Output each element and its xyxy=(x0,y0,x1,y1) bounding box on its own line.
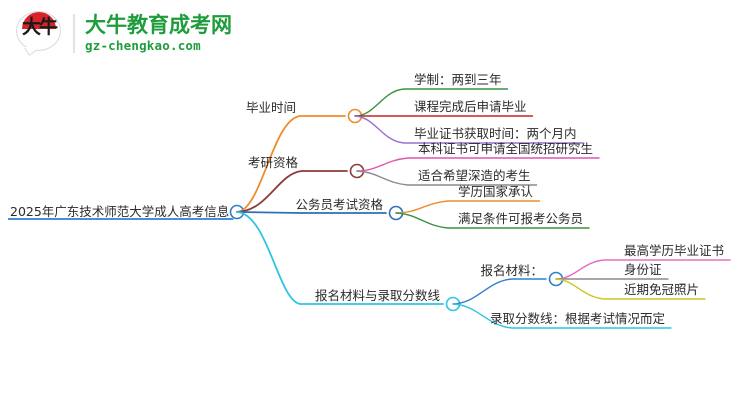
logo-emblem-text: 大牛 xyxy=(21,16,58,38)
leaf-may-apply-civil-service[interactable]: 满足条件可报考公务员 xyxy=(395,211,590,229)
leaf-2-1-label: 本科证书可申请全国统招研究生 xyxy=(418,141,593,156)
leaf-apply-after-courses[interactable]: 课程完成后申请毕业 xyxy=(354,99,534,117)
logo-wordmark: 大牛教育成考网 gz-chengkao.com xyxy=(73,12,232,53)
leaf-id-card[interactable]: 身份证 xyxy=(555,262,669,280)
leaf-1-3-label: 毕业证书获取时间：两个月内 xyxy=(414,126,577,141)
leaf-3-1-label: 学历国家承认 xyxy=(458,184,534,199)
logo-red-dot-shape xyxy=(43,17,54,28)
branch-civil-servant-eligibility[interactable]: 公务员考试资格 学历国家承认 满足条件可报考公务员 xyxy=(236,184,590,229)
site-header: 大牛 大牛教育成考网 gz-chengkao.com xyxy=(0,0,750,66)
leaf-1-3-curve xyxy=(354,115,584,144)
branch-3-curve xyxy=(236,211,387,214)
branch-postgrad-eligibility[interactable]: 考研资格 本科证书可申请全国统招研究生 适合希望深造的考生 xyxy=(236,141,600,213)
leaf-2-2-curve xyxy=(356,170,538,186)
leaf-3-1-curve xyxy=(395,200,541,214)
logo-subtitle-url: gz-chengkao.com xyxy=(85,37,201,53)
leaf-1-2-label: 课程完成后申请毕业 xyxy=(414,99,527,114)
leaf-state-recognized-degree[interactable]: 学历国家承认 xyxy=(395,184,541,214)
branch-2-curve xyxy=(236,170,348,213)
leaf-4-1-1-label: 最高学历毕业证书 xyxy=(624,243,724,258)
leaf-4-1-3-label: 近期免冠照片 xyxy=(624,282,699,297)
leaf-2-1-curve xyxy=(356,157,600,172)
leaf-4-2-curve xyxy=(452,303,672,329)
leaf-bachelor-to-postgrad[interactable]: 本科证书可申请全国统招研究生 xyxy=(356,141,600,172)
site-logo[interactable]: 大牛 大牛教育成考网 gz-chengkao.com xyxy=(14,9,232,57)
mindmap-root-node[interactable]: 2025年广东技术师范大学成人高考信息 xyxy=(8,204,245,220)
logo-emblem-icon: 大牛 xyxy=(14,9,64,57)
leaf-recent-photo[interactable]: 近期免冠照片 xyxy=(555,278,706,300)
branch-4-curve xyxy=(236,211,444,305)
leaf-admission-score-line[interactable]: 录取分数线：根据考试情况而定 xyxy=(452,303,672,329)
branch-3-label: 公务员考试资格 xyxy=(295,197,383,212)
logo-title: 大牛教育成考网 xyxy=(85,12,232,37)
branch-1-label: 毕业时间 xyxy=(246,100,296,115)
leaf-program-length[interactable]: 学制：两到三年 xyxy=(354,72,509,117)
subbranch-4-1-label: 报名材料： xyxy=(480,263,543,278)
leaf-1-1-label: 学制：两到三年 xyxy=(414,72,502,87)
leaf-certificate-time[interactable]: 毕业证书获取时间：两个月内 xyxy=(354,115,584,144)
leaf-3-2-curve xyxy=(395,212,590,229)
root-label: 2025年广东技术师范大学成人高考信息 xyxy=(10,204,229,219)
leaf-1-1-curve xyxy=(354,88,509,117)
subbranch-4-1-curve xyxy=(452,278,547,305)
leaf-4-1-3-curve xyxy=(555,278,706,300)
branch-materials-and-score-line[interactable]: 报名材料与录取分数线 报名材料： 最高学历毕业证书 身份证 xyxy=(236,211,731,329)
subbranch-application-materials[interactable]: 报名材料： 最高学历毕业证书 身份证 近期免冠照片 xyxy=(452,243,731,305)
leaf-4-2-label: 录取分数线：根据考试情况而定 xyxy=(490,311,665,326)
leaf-4-1-2-label: 身份证 xyxy=(624,262,662,277)
leaf-suitable-for-further-study[interactable]: 适合希望深造的考生 xyxy=(356,168,538,186)
branch-4-label: 报名材料与录取分数线 xyxy=(315,288,441,303)
branch-graduation-time[interactable]: 毕业时间 学制：两到三年 课程完成后申请毕业 毕业证书获取时间：两个月内 xyxy=(236,72,584,213)
leaf-3-2-label: 满足条件可报考公务员 xyxy=(458,211,583,226)
branch-2-label: 考研资格 xyxy=(248,155,299,170)
branch-1-curve xyxy=(236,115,346,213)
leaf-2-2-label: 适合希望深造的考生 xyxy=(418,168,531,183)
